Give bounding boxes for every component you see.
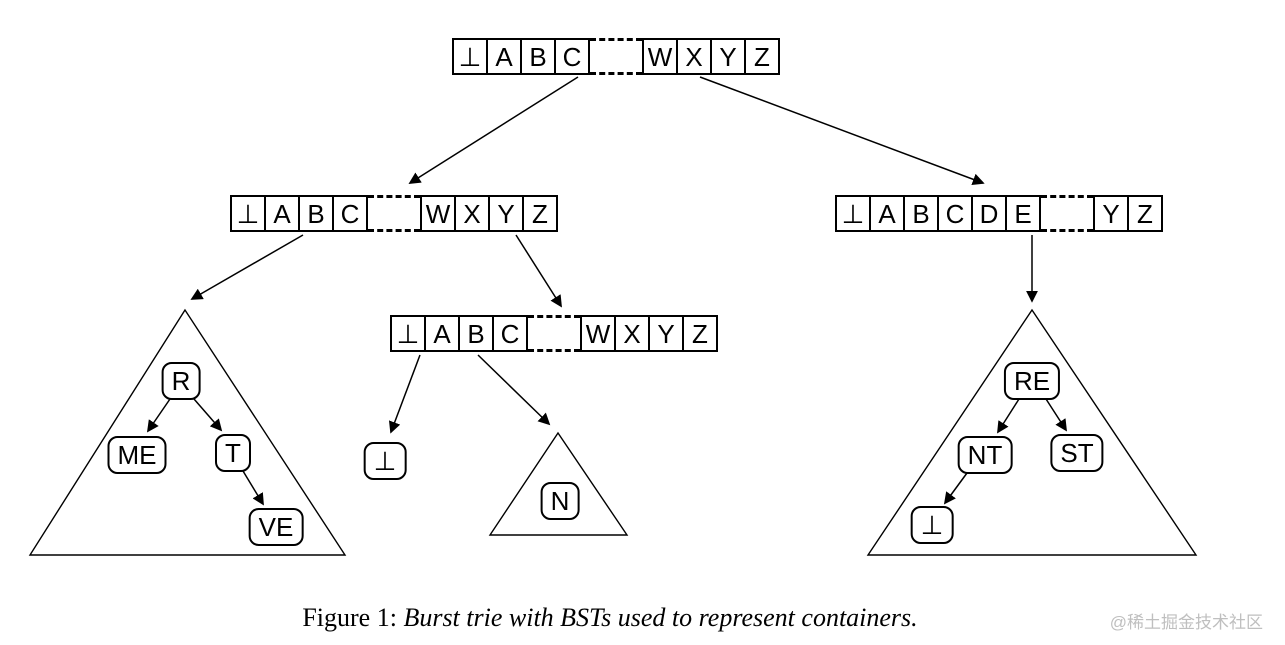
trie-cell: ⊥ [452,38,488,75]
figure-caption: Figure 1: Burst trie with BSTs used to r… [0,603,1220,633]
trie-cell: E [1005,195,1041,232]
trie-cell: Z [744,38,780,75]
trie-cell: X [676,38,712,75]
trie-cell: A [264,195,300,232]
trie-cell: Z [682,315,718,352]
trie-cell: B [458,315,494,352]
trie-cell: Y [648,315,684,352]
caption-text: Burst trie with BSTs used to represent c… [403,603,918,632]
bst-node-left-root: R [161,362,201,400]
trie-cell: A [424,315,460,352]
omitted-cells-gap [1041,195,1093,232]
edge-RE-to-NT [997,398,1020,434]
edge-T-to-VE [242,470,264,506]
bst-node-middle-leaf: ⊥ [363,442,407,480]
trie-cell: Y [488,195,524,232]
edge-R-to-ME [146,398,171,433]
edge-NT-to-bottom-leaf [943,472,968,505]
trie-cell: B [520,38,556,75]
trie-cell: C [937,195,973,232]
trie-cell: X [454,195,490,232]
omitted-cells-gap [590,38,642,75]
edge-root-to-level1-left [408,76,579,184]
watermark: @稀土掘金技术社区 [1109,613,1263,632]
trie-cell: B [298,195,334,232]
trie-cell: W [580,315,616,352]
trie-cell: ⊥ [835,195,871,232]
omitted-cells-gap [368,195,420,232]
bst-node-left-left-child: ME [107,436,167,474]
edge-level1-left-to-level2-middle [515,234,562,308]
trie-cell: ⊥ [390,315,426,352]
edge-level2-middle-to-bottom-leaf [388,354,421,434]
trie-cell: X [614,315,650,352]
trie-cell: A [869,195,905,232]
edge-level2-middle-to-middle-triangle [477,354,551,426]
bst-node-left-right-child: T [215,434,251,472]
edge-root-to-level1-right [699,76,985,186]
trie-cell: C [332,195,368,232]
trie-cell: Y [1093,195,1129,232]
edge-level1-left-to-left-triangle [190,234,304,300]
bst-node-middle-triangle: N [540,482,580,520]
trie-cell: A [486,38,522,75]
trie-cell: C [492,315,528,352]
trie-cell: D [971,195,1007,232]
bst-node-left-right-grandchild: VE [248,508,304,546]
bst-node-right-right-child: ST [1050,434,1104,472]
trie-cell: Z [522,195,558,232]
trie-cell: Y [710,38,746,75]
bst-node-right-left-grandchild: ⊥ [910,506,954,544]
bst-node-right-root: RE [1003,362,1061,400]
trie-cell: B [903,195,939,232]
trie-cell: ⊥ [230,195,266,232]
edge-RE-to-ST [1045,398,1067,432]
caption-prefix: Figure 1: [302,603,397,632]
trie-cell: C [554,38,590,75]
trie-cell: W [642,38,678,75]
trie-cell: W [420,195,456,232]
omitted-cells-gap [528,315,580,352]
trie-cell: Z [1127,195,1163,232]
bst-node-right-left-child: NT [957,436,1013,474]
edge-R-to-T [193,398,223,432]
